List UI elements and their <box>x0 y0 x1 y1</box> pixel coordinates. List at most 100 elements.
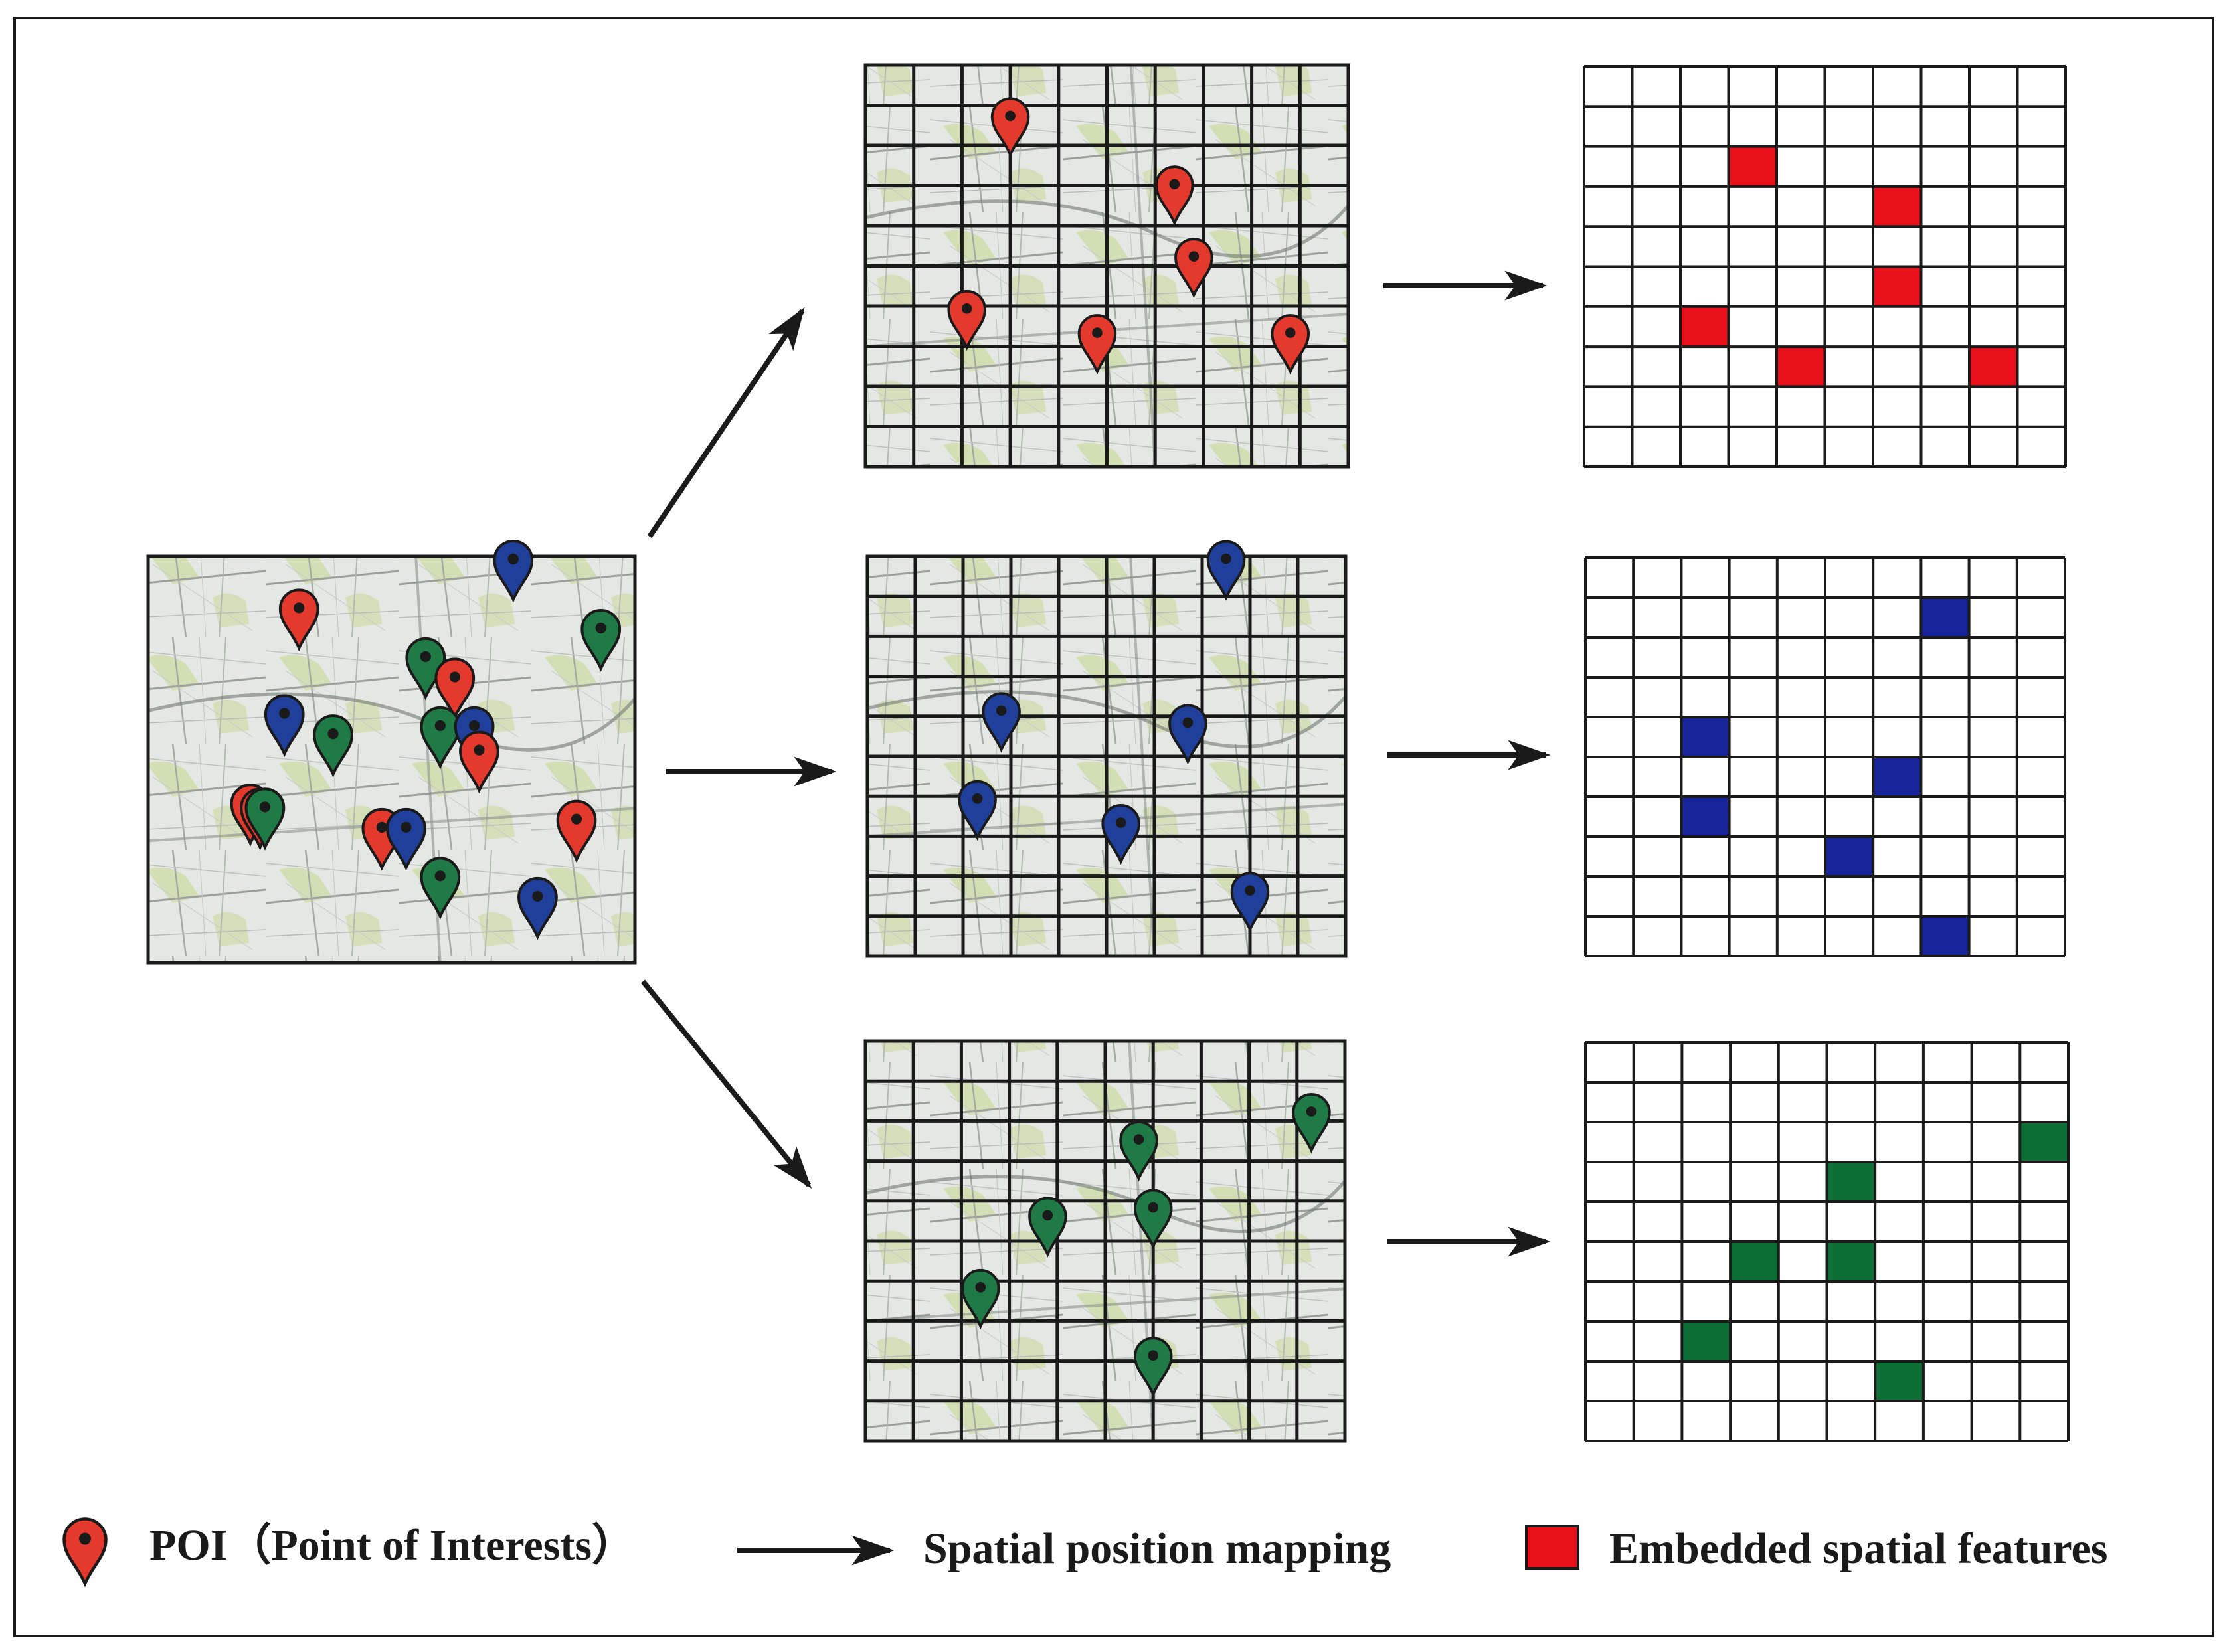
feature-cell <box>1921 598 1969 637</box>
pin-dot <box>507 553 519 565</box>
pin-dot <box>1133 1134 1144 1145</box>
source-poi-map <box>146 540 637 965</box>
pin-body <box>1292 1093 1331 1154</box>
pin-dot <box>469 720 480 731</box>
pin-dot <box>1042 1210 1053 1221</box>
pin-dot <box>1115 817 1126 828</box>
poi-pin-icon <box>386 807 426 871</box>
pin-body <box>580 609 622 672</box>
pin-body <box>1101 803 1140 865</box>
poi-pin-icon <box>1292 1093 1331 1154</box>
poi-pin-icon <box>1119 1121 1158 1182</box>
pin-body <box>493 540 534 603</box>
poi-pin-icon <box>517 876 558 940</box>
feature-cell <box>1730 1242 1779 1281</box>
pin-body <box>1206 540 1246 601</box>
feature-cell <box>1826 1162 1876 1202</box>
grid-lines <box>1583 65 2067 468</box>
poi-pin-icon <box>1133 1189 1173 1250</box>
pin-body <box>1168 704 1207 765</box>
pin-dot <box>420 651 431 662</box>
pin-body <box>1155 165 1194 226</box>
pin-dot <box>571 813 582 825</box>
feature-cell <box>1826 1242 1876 1281</box>
pin-dot <box>259 801 271 813</box>
mapping-arrow <box>640 979 812 1189</box>
feature-cell <box>1969 347 2018 387</box>
pin-body <box>420 857 461 920</box>
pin-dot <box>1188 251 1200 262</box>
poi-pin-icon <box>990 97 1030 158</box>
feature-cell <box>1681 797 1730 837</box>
pin-dot <box>327 728 339 740</box>
pin-dot <box>1306 1106 1317 1117</box>
pin-body <box>386 807 426 871</box>
feature-cell <box>1825 837 1874 876</box>
poi-pin-icon <box>1271 314 1310 375</box>
feature-grid-red <box>1583 65 2067 468</box>
mapping-arrows <box>640 270 1551 1257</box>
feature-cell <box>1681 717 1730 757</box>
pin-dot <box>1169 179 1180 190</box>
legend-graphics <box>62 1517 1579 1588</box>
feature-cell <box>2020 1122 2068 1162</box>
poi-pin-icon <box>1028 1197 1067 1258</box>
pin-body <box>961 1268 1000 1330</box>
feature-cell <box>1875 1361 1923 1401</box>
pin-dot <box>961 303 972 314</box>
poi-pin-icon <box>62 1517 108 1588</box>
gridded-map-green <box>863 1039 1347 1443</box>
pin-body <box>264 694 305 758</box>
pin-body <box>1133 1189 1173 1250</box>
poi-pin-icon <box>244 787 286 851</box>
poi-pin-icon <box>1101 803 1140 865</box>
feature-cell <box>1873 186 1921 227</box>
legend-features-label: Embedded spatial features <box>1609 1525 2108 1573</box>
pin-body <box>62 1517 108 1588</box>
pin-body <box>278 588 319 652</box>
pin-body <box>982 692 1021 753</box>
pin-dot <box>996 705 1007 716</box>
pin-dot <box>972 793 983 804</box>
gridded-map-red <box>863 63 1350 469</box>
poi-pin-icon <box>493 540 534 603</box>
grid-lines <box>1584 1041 2070 1442</box>
poi-pin-icon <box>556 799 597 863</box>
pin-dot <box>1182 717 1194 728</box>
poi-pin-icon <box>1206 540 1246 601</box>
poi-pin-icon <box>1230 872 1270 933</box>
poi-pin-icon <box>264 694 305 758</box>
pin-dot <box>1148 1202 1158 1213</box>
poi-pin-icon <box>420 857 461 920</box>
pin-body <box>1133 1337 1173 1398</box>
pin-body <box>947 289 986 351</box>
pin-body <box>313 714 353 778</box>
pin-dot <box>532 890 543 902</box>
poi-pin-icon <box>958 780 997 841</box>
pin-dot <box>79 1532 91 1545</box>
pin-dot <box>1148 1350 1158 1361</box>
poi-pin-icon <box>1077 314 1117 375</box>
pin-dot <box>474 744 485 756</box>
pin-body <box>1230 872 1270 933</box>
pin-dot <box>279 708 290 719</box>
pin-body <box>434 657 476 721</box>
poi-pin-icon <box>1155 165 1194 226</box>
feature-grid-green <box>1584 1041 2070 1442</box>
feature-cell <box>1873 266 1921 307</box>
pin-dot <box>1245 885 1255 896</box>
pin-dot <box>376 821 387 833</box>
pin-dot <box>1005 110 1016 122</box>
pin-dot <box>1092 327 1103 338</box>
feature-cell <box>1682 1321 1731 1361</box>
pin-dot <box>595 622 606 634</box>
pin-body <box>517 876 558 940</box>
source-map-image <box>146 554 637 965</box>
poi-pin-icon <box>434 657 476 721</box>
poi-pin-icon <box>982 692 1021 753</box>
gridded-maps <box>863 63 1350 1443</box>
poi-pin-icon <box>580 609 622 672</box>
poi-pin-icon <box>947 289 986 351</box>
pin-dot <box>1221 553 1231 564</box>
